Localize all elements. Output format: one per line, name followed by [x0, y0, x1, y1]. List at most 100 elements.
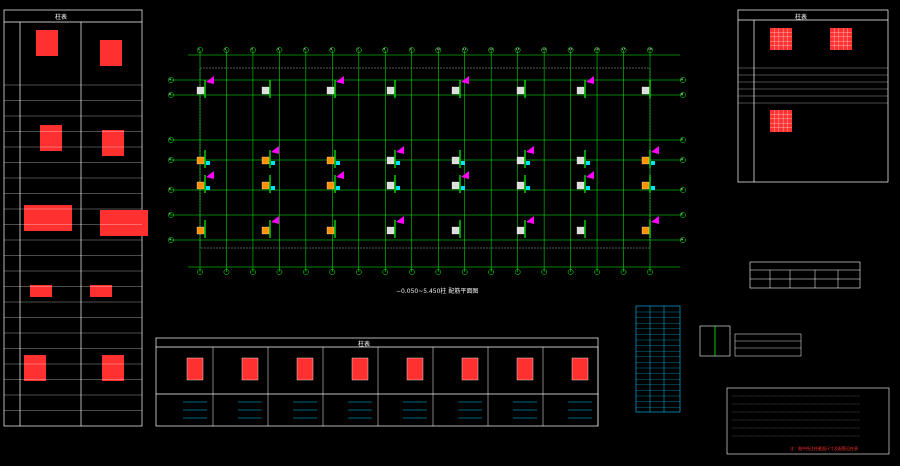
cyan-tag: [461, 186, 465, 190]
cyan-tag: [526, 161, 530, 165]
axis-label-top: 1: [198, 47, 200, 51]
axis-bubble-bottom: [303, 269, 309, 275]
axis-bubble-top: [329, 47, 336, 53]
column-section-outline: [406, 357, 424, 381]
legend-table: [749, 261, 861, 289]
axis-bubble-left: [168, 77, 174, 83]
plan-columns: [196, 76, 659, 238]
plan-caption: −0.050~5.450柱 配筋平面图: [396, 288, 479, 295]
axis-bubble-bottom: [276, 269, 283, 275]
bottom-column-table: [155, 337, 599, 427]
axis-bubble-top: [276, 47, 283, 53]
axis-label-top: 6: [330, 47, 333, 51]
left-column-section: [102, 355, 124, 381]
axis-label-top: 15: [568, 47, 573, 51]
axis-label-top: 11: [462, 47, 467, 51]
column-section: [462, 358, 478, 380]
plan-column: [386, 86, 395, 95]
axis-bubble-bottom: [647, 269, 653, 275]
detail-sketch: [699, 325, 802, 357]
axis-bubble-top: [250, 47, 256, 53]
plan-column: [261, 86, 270, 95]
axis-grid-horizontal: [168, 77, 686, 243]
column-section: [352, 358, 368, 380]
plan-column: [451, 86, 460, 95]
right-table-title: 柱表: [795, 14, 808, 21]
column-section: [407, 358, 423, 380]
plan-column: [261, 226, 270, 235]
axis-label-right: B: [681, 92, 684, 96]
plan-column: [451, 181, 460, 190]
cyan-tag: [336, 186, 340, 190]
plan-column: [196, 226, 205, 235]
plan-column: [451, 226, 460, 235]
left-column-section: [100, 40, 122, 66]
axis-label-top: 9: [409, 47, 412, 51]
axis-label-left: E: [169, 187, 171, 191]
plan-column: [326, 86, 335, 95]
axis-bubble-bottom: [435, 269, 442, 275]
axis-bubble-left: [168, 92, 174, 98]
magenta-tag: [651, 216, 659, 224]
column-section-outline: [186, 357, 204, 381]
axis-bubble-left: [168, 187, 174, 193]
left-column-section: [100, 210, 148, 236]
cyan-table-rows: [636, 311, 680, 408]
cyan-tag: [336, 161, 340, 165]
left-column-section: [102, 130, 124, 156]
column-section: [517, 358, 533, 380]
left-table-title: 柱表: [55, 14, 68, 21]
axis-bubble-bottom: [620, 269, 627, 275]
axis-bubble-right: [680, 212, 686, 218]
column-section-outline: [571, 357, 589, 381]
axis-label-left: C: [169, 137, 172, 141]
axis-bubble-left: [168, 137, 174, 143]
axis-label-top: 7: [356, 47, 359, 51]
column-section-outline: [351, 357, 369, 381]
column-section: [770, 110, 792, 132]
column-section: [770, 28, 792, 50]
axis-bubble-top: [620, 47, 627, 53]
plan-column: [576, 226, 585, 235]
left-column-section: [24, 205, 72, 231]
axis-label-top: 12: [489, 47, 493, 51]
column-section-outline: [516, 357, 534, 381]
cyan-tag: [461, 161, 465, 165]
axis-label-left: D: [169, 157, 172, 161]
column-section: [187, 358, 203, 380]
plan-column: [386, 156, 395, 165]
right-table-sections: [738, 28, 888, 132]
magenta-tag: [586, 76, 594, 84]
axis-label-left: B: [169, 92, 172, 96]
axis-bubble-bottom: [355, 269, 362, 275]
notes-lines: [732, 395, 860, 437]
axis-label-top: 18: [648, 47, 652, 51]
axis-bubble-top: [488, 47, 495, 53]
plan-column: [576, 181, 585, 190]
magenta-tag: [461, 76, 469, 84]
axis-label-top: 13: [515, 47, 520, 51]
plan-column: [386, 226, 395, 235]
cyan-tag: [206, 186, 210, 190]
axis-bubble-top: [514, 47, 521, 53]
magenta-tag: [206, 76, 214, 84]
cyan-tag: [206, 161, 210, 165]
axis-bubble-top: [541, 47, 547, 53]
axis-label-right: F: [681, 212, 683, 216]
axis-bubble-right: [680, 77, 686, 83]
axis-bubble-bottom: [488, 269, 495, 275]
notes-block: [726, 387, 890, 455]
cyan-tag: [526, 186, 530, 190]
cyan-tag: [651, 186, 655, 190]
axis-label-top: 10: [436, 47, 441, 51]
axis-bubble-top: [435, 47, 442, 53]
cyan-tag: [396, 161, 400, 165]
axis-bubble-top: [197, 47, 203, 53]
plan-column: [326, 181, 335, 190]
column-section: [830, 28, 852, 50]
axis-bubble-top: [461, 47, 468, 53]
axis-bubble-top: [408, 47, 415, 53]
left-column-section: [30, 285, 52, 297]
plan-column: [196, 181, 205, 190]
magenta-tag: [271, 216, 279, 224]
